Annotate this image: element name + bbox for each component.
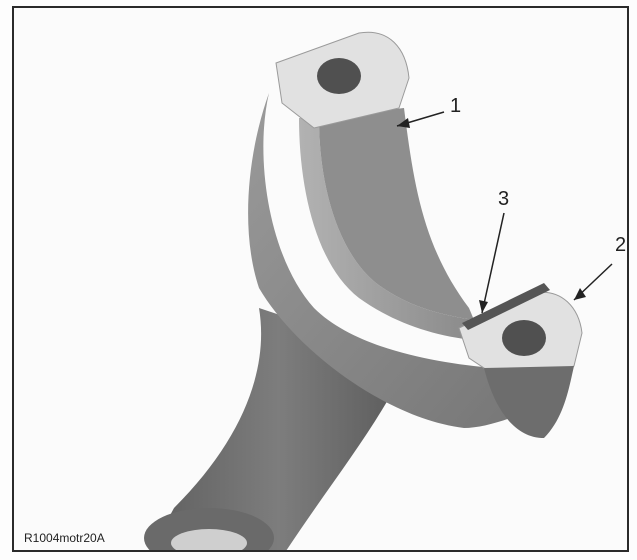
callout-2-label: 2 [615, 234, 626, 257]
upper-bolt-hole [317, 58, 361, 94]
lower-bolt-hole [502, 320, 546, 356]
connecting-rod-illustration [14, 8, 629, 552]
callout-3-label: 3 [498, 188, 509, 211]
callout-3-leader [482, 213, 504, 313]
figure-reference-code: R1004motr20A [24, 531, 105, 545]
callout-1-label: 1 [450, 95, 461, 118]
figure-frame: 1 2 3 R1004motr20A [12, 6, 629, 552]
